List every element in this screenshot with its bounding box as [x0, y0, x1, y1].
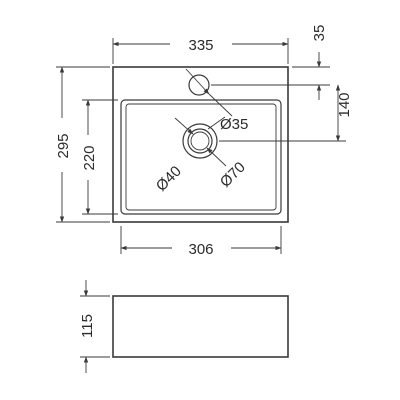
width-label: 335 [188, 37, 213, 54]
side-profile [112, 295, 289, 358]
tap-diameter-leader [174, 117, 194, 135]
width-dimension: 335 [112, 37, 289, 64]
bowl-width-label: 306 [188, 241, 213, 258]
waste-hole [190, 131, 210, 151]
tap-hole-diameter-label: Ø40 [153, 163, 185, 195]
tap-hole [188, 74, 210, 96]
tap-to-waste-label: 140 [336, 92, 353, 117]
basin-outline [112, 66, 289, 223]
waste-outlet [182, 123, 218, 159]
waste-diameter-leader [206, 147, 227, 167]
tap-hole-leader [185, 68, 210, 95]
waste-outer-diameter-label: Ø70 [217, 159, 249, 191]
overall-depth-dimension: 295 [55, 66, 110, 223]
tap-offset-label: 35 [311, 25, 328, 42]
tap-to-waste-dimension: 140 [219, 84, 353, 142]
tap-offset-dimension: 35 [211, 25, 330, 100]
height-label: 115 [79, 314, 96, 338]
waste-outer-ring [182, 123, 218, 159]
height-dimension: 115 [79, 280, 110, 373]
overall-depth-label: 295 [55, 133, 72, 158]
waste-hole-label: Ø35 [220, 116, 248, 133]
waste-hole-leader [207, 116, 226, 130]
side-view [112, 295, 289, 358]
waste-inner-ring [187, 128, 213, 154]
bowl-inner-outline [125, 103, 277, 211]
bowl-depth-dimension: 220 [81, 99, 118, 215]
tap-hole-leader-tail [208, 93, 233, 117]
bowl-width-dimension: 306 [120, 226, 282, 258]
bowl-depth-label: 220 [81, 145, 98, 170]
bowl-outline [120, 99, 282, 215]
top-view: Ø35 Ø40 Ø70 [112, 66, 289, 223]
